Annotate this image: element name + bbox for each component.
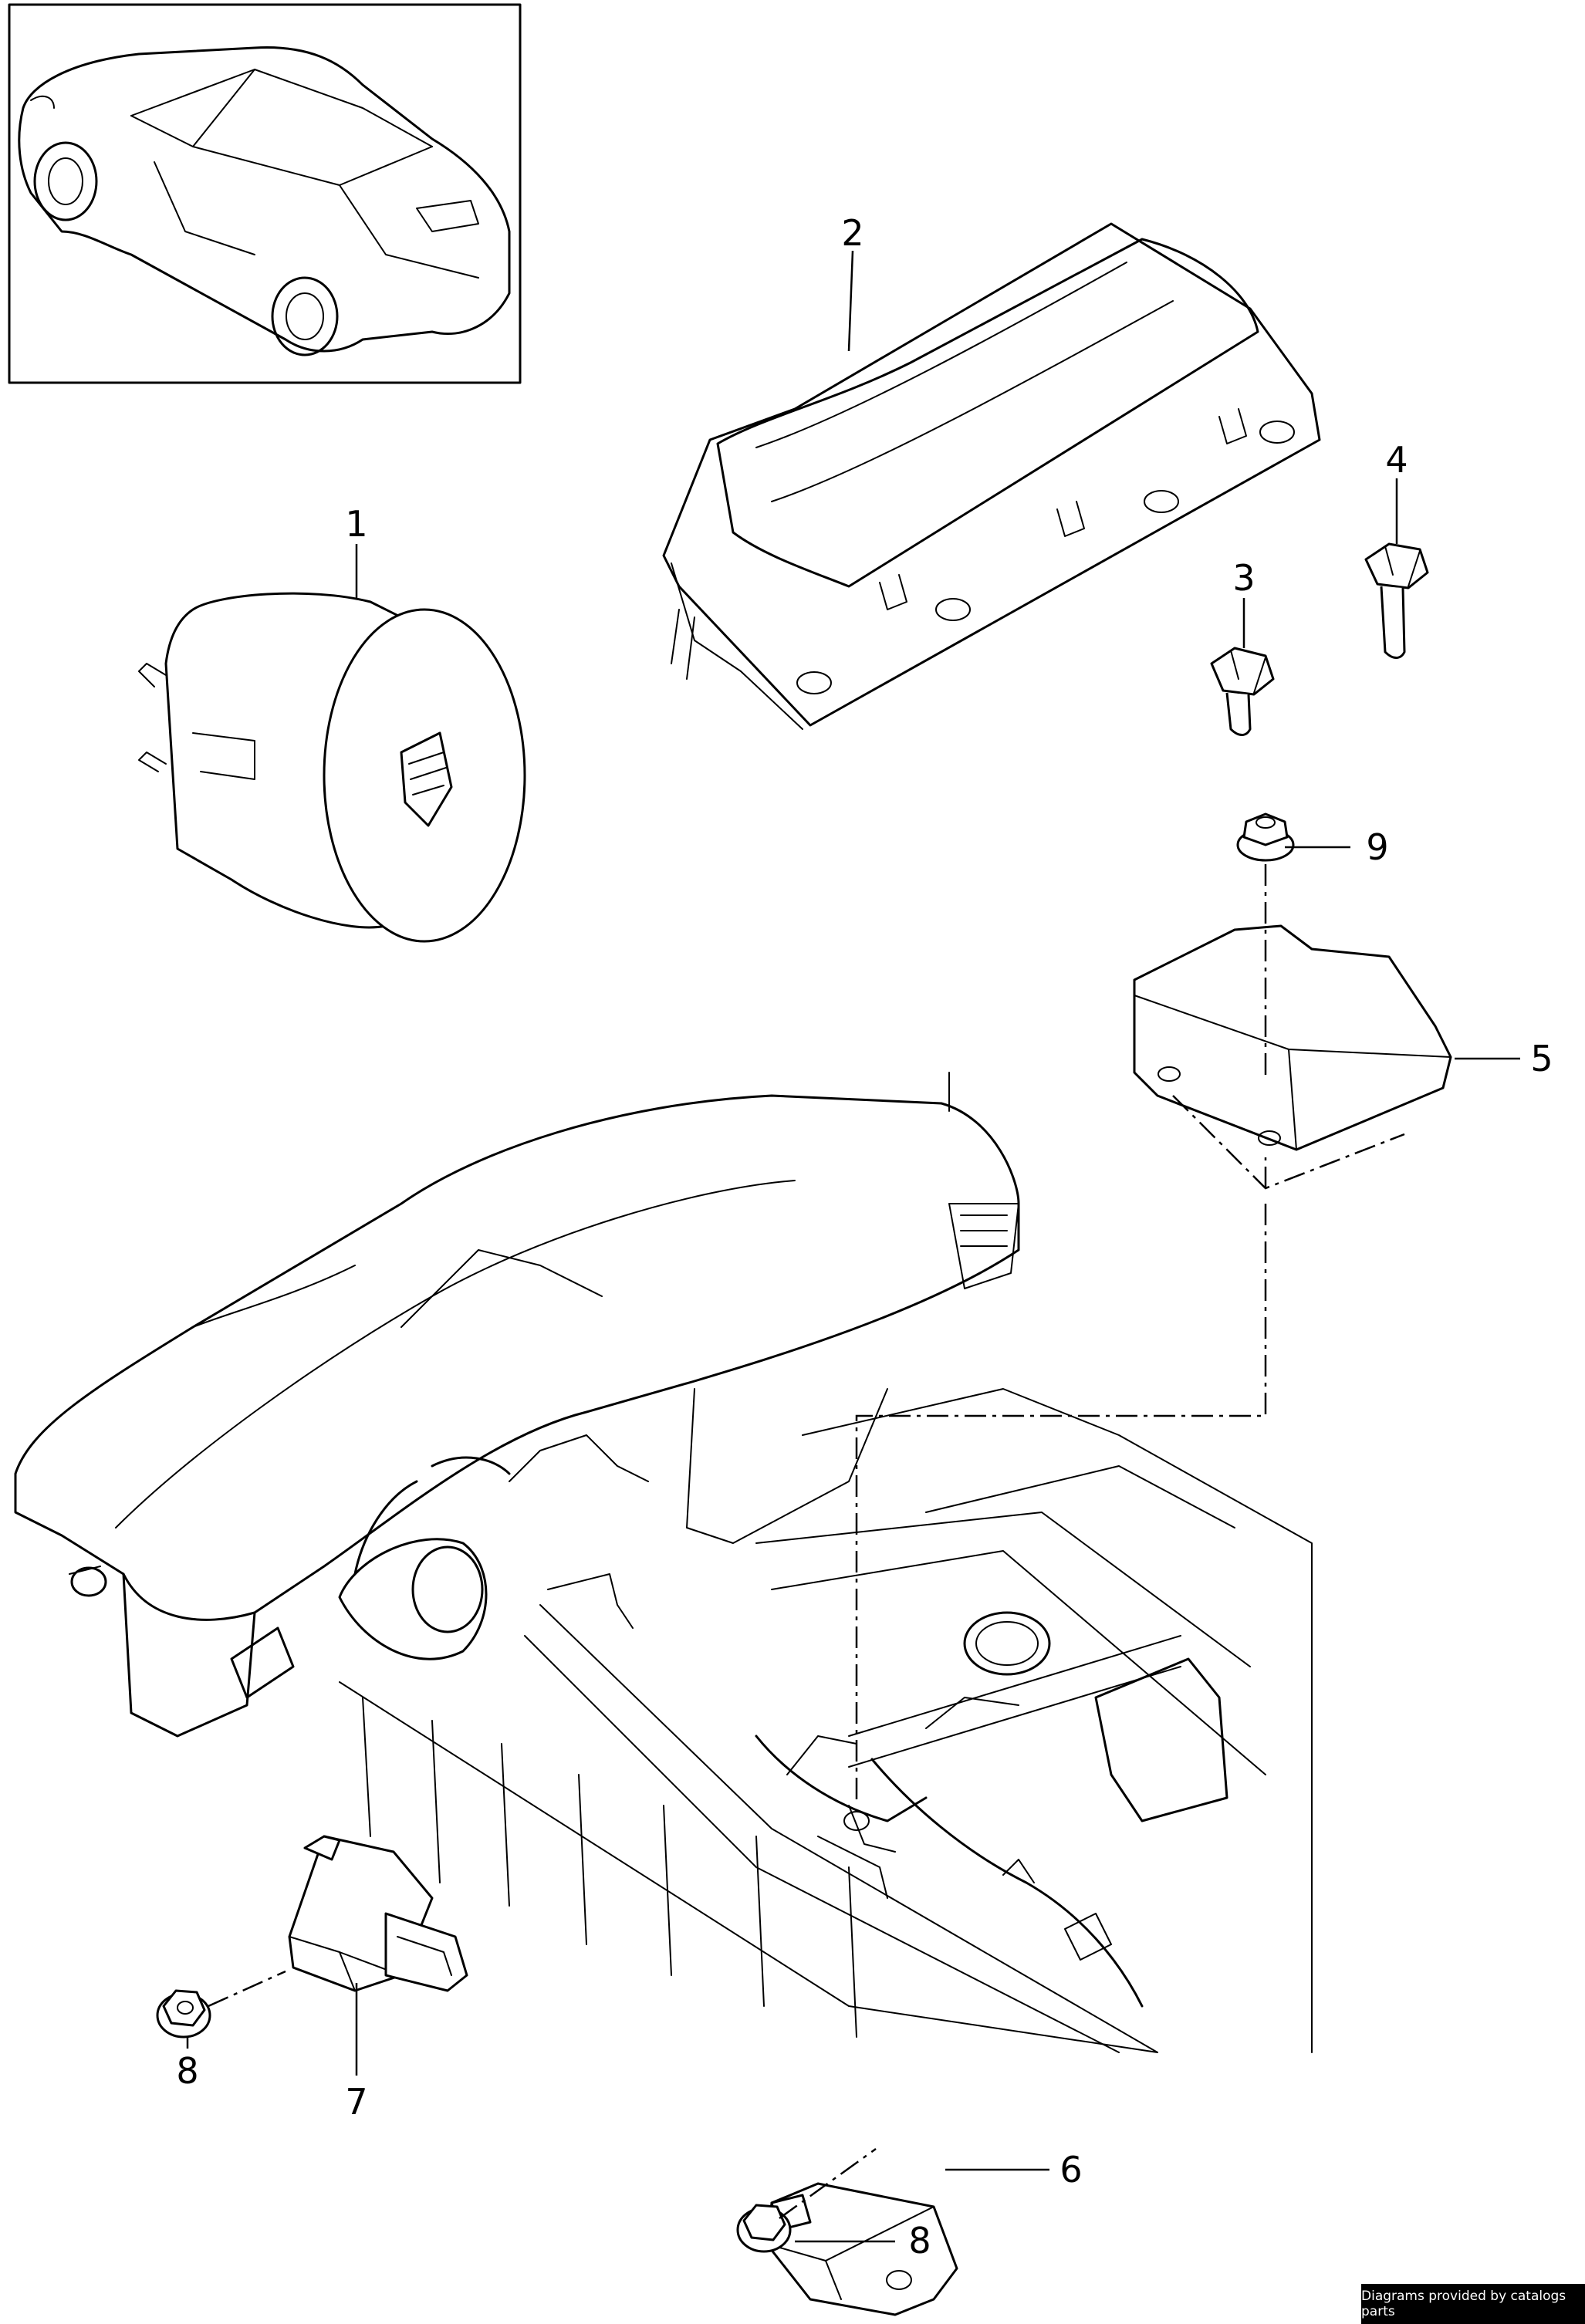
callout-6: 6 [1059, 2149, 1082, 2191]
part-5-control-unit [1133, 924, 1452, 1190]
callout-1: 1 [345, 503, 367, 545]
part-2-passenger-airbag [662, 222, 1321, 730]
callout-labels: 1 2 3 4 5 6 7 8 8 9 [176, 212, 1553, 2262]
part-8-nut-left [156, 1989, 211, 2039]
callout-8-left: 8 [176, 2050, 198, 2092]
crest-icon [400, 731, 453, 827]
part-3-bolt [1210, 647, 1275, 736]
leader-lines [186, 250, 1520, 2243]
dashboard-assembly [14, 1072, 1020, 1738]
part-1-driver-airbag [138, 592, 526, 943]
part-4-bolt [1364, 542, 1429, 659]
vehicle-overview-inset [8, 3, 522, 384]
credit-badge: Diagrams provided by catalogs parts [1361, 2284, 1585, 2324]
callout-3: 3 [1232, 557, 1255, 599]
callout-7: 7 [345, 2081, 367, 2123]
vehicle-silhouette [18, 46, 511, 356]
callout-8-bottom: 8 [908, 2220, 931, 2262]
callout-5: 5 [1530, 1038, 1553, 1079]
callout-9: 9 [1366, 826, 1388, 868]
assembly-lines [208, 864, 1267, 2220]
part-9-nut [1236, 812, 1295, 862]
floor-structure [339, 1388, 1313, 2053]
part-7-crash-sensor [288, 1835, 468, 1992]
part-8-nut-bottom [736, 2204, 792, 2253]
callout-4: 4 [1385, 439, 1408, 481]
callout-2: 2 [841, 212, 863, 254]
part-6-crash-sensor [766, 2182, 958, 2316]
